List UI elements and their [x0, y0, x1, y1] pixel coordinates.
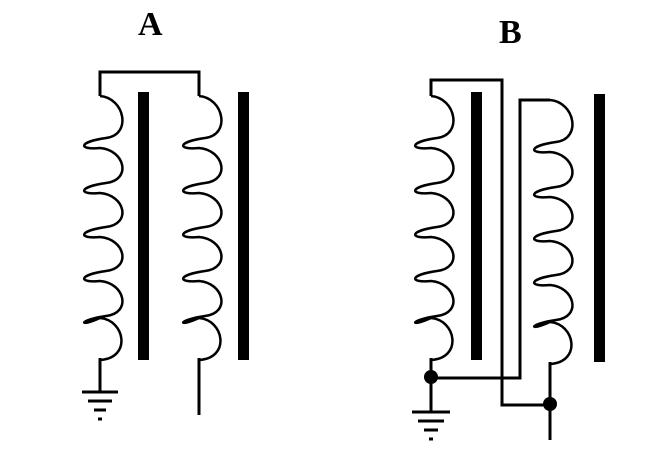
panel-a-core-2	[238, 92, 249, 360]
panel-b-core-2	[594, 94, 605, 362]
panel-b-junction-dot-right	[543, 397, 557, 411]
panel-a-left-coil	[83, 94, 124, 362]
panel-b-label: B	[499, 14, 522, 51]
panel-a-core-1	[138, 92, 149, 360]
panel-b-core-1	[471, 92, 482, 360]
panel-b-right-coil	[533, 98, 574, 366]
panel-b-junction-dot-left	[424, 370, 438, 384]
panel-a-ground-symbol	[82, 390, 118, 421]
panel-b	[412, 78, 605, 441]
panel-b-cross-wire-2	[431, 98, 550, 380]
panel-a	[82, 70, 249, 421]
panel-b-cross-wire-1	[429, 78, 550, 407]
panel-b-ground-symbol	[412, 410, 450, 441]
panel-a-label: A	[138, 6, 163, 43]
panel-b-left-coil	[414, 94, 455, 362]
panel-a-right-coil	[182, 94, 223, 362]
panel-a-top-wire	[98, 70, 201, 96]
